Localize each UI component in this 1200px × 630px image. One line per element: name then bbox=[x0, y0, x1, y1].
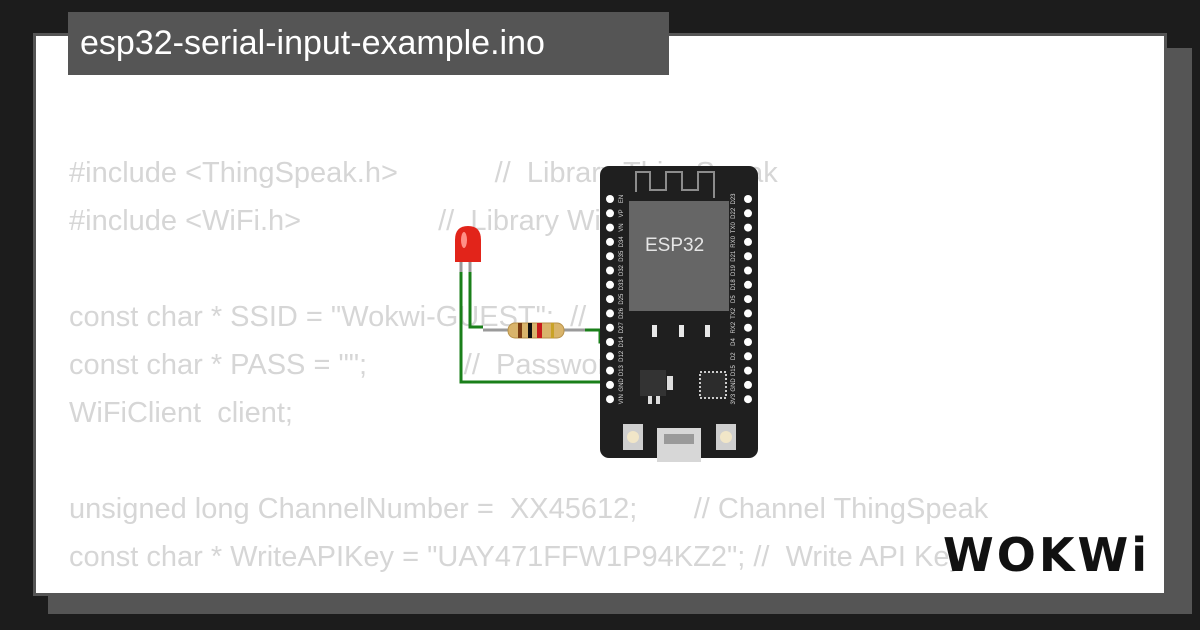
esp32-module bbox=[629, 201, 729, 311]
resistor-component bbox=[483, 322, 585, 339]
pin-vp[interactable] bbox=[606, 209, 614, 218]
pin-label-d18: D18 bbox=[731, 279, 737, 291]
pin-label-vin: VIN bbox=[619, 394, 625, 404]
pin-vin[interactable] bbox=[606, 395, 614, 404]
pin-label-rx2: RX2 bbox=[731, 321, 737, 333]
usb-uart-chip bbox=[699, 371, 727, 399]
pin-d33[interactable] bbox=[606, 280, 614, 289]
pin-label-d15: D15 bbox=[731, 364, 737, 376]
code-line: const char * WriteAPIKey = "UAY471FFW1P9… bbox=[69, 541, 964, 573]
pin-label-d13: D13 bbox=[619, 364, 625, 376]
pin-label-d14: D14 bbox=[619, 336, 625, 348]
pin-gnd[interactable] bbox=[606, 380, 614, 389]
pin-3v3[interactable] bbox=[744, 395, 752, 404]
pin-label-rx0: RX0 bbox=[731, 235, 737, 247]
pin-d32[interactable] bbox=[606, 266, 614, 275]
pin-label-d5: D5 bbox=[731, 295, 737, 303]
pin-label-tx2: TX2 bbox=[731, 307, 737, 319]
pin-vn[interactable] bbox=[606, 223, 614, 232]
pin-label-d19: D19 bbox=[731, 264, 737, 276]
pin-tx0[interactable] bbox=[744, 223, 752, 232]
pin-d2[interactable] bbox=[744, 352, 752, 361]
code-line: #include <WiFi.h> // Library WiFi bbox=[69, 205, 625, 237]
pin-d27[interactable] bbox=[606, 323, 614, 332]
pin-label-en: EN bbox=[619, 195, 625, 203]
pin-d26[interactable] bbox=[606, 309, 614, 318]
pin-d23[interactable] bbox=[744, 195, 752, 203]
boot-button[interactable] bbox=[716, 424, 736, 450]
pin-d14[interactable] bbox=[606, 338, 614, 346]
code-line: unsigned long ChannelNumber = XX45612; /… bbox=[69, 493, 989, 525]
pin-label-d35: D35 bbox=[619, 250, 625, 262]
pin-label-gnd: GND bbox=[619, 378, 625, 392]
pin-label-d4: D4 bbox=[731, 338, 737, 346]
pin-d35[interactable] bbox=[606, 252, 614, 261]
pin-d34[interactable] bbox=[606, 237, 614, 246]
pin-d12[interactable] bbox=[606, 352, 614, 361]
pin-d13[interactable] bbox=[606, 366, 614, 375]
pin-label-d2: D2 bbox=[731, 352, 737, 360]
pin-d15[interactable] bbox=[744, 366, 752, 375]
pin-label-d21: D21 bbox=[731, 250, 737, 262]
pin-d18[interactable] bbox=[744, 280, 752, 289]
pin-label-d12: D12 bbox=[619, 350, 625, 362]
pin-label-d32: D32 bbox=[619, 264, 625, 276]
pin-rx2[interactable] bbox=[744, 323, 752, 332]
right-pin-header: D23D22TX0RX0D21D19D18D5TX2RX2D4D2D15GND3… bbox=[731, 193, 752, 405]
pin-label-vp: VP bbox=[619, 209, 625, 217]
pin-d19[interactable] bbox=[744, 266, 752, 275]
wire-led-cathode-gnd bbox=[459, 268, 610, 384]
voltage-regulator bbox=[640, 370, 666, 396]
pin-label-3v3: 3V3 bbox=[731, 393, 737, 404]
pin-label-d23: D23 bbox=[731, 193, 737, 205]
led-component bbox=[455, 226, 481, 272]
pin-label-d27: D27 bbox=[619, 322, 625, 334]
pin-label-d26: D26 bbox=[619, 307, 625, 319]
pin-label-d34: D34 bbox=[619, 236, 625, 248]
wire-led-anode bbox=[468, 268, 483, 329]
pin-d21[interactable] bbox=[744, 252, 752, 261]
pin-en[interactable] bbox=[606, 195, 614, 203]
code-line: WiFiClient client; bbox=[69, 397, 293, 429]
en-button[interactable] bbox=[623, 424, 643, 450]
pin-d25[interactable] bbox=[606, 295, 614, 304]
esp32-board: ESP32 ENVPVND34D35D32D33D25D26D27D14D12D… bbox=[600, 166, 758, 462]
pin-label-gnd: GND bbox=[731, 378, 737, 392]
project-title[interactable]: esp32-serial-input-example.ino bbox=[68, 12, 669, 75]
usb-port bbox=[657, 428, 701, 462]
pin-d5[interactable] bbox=[744, 295, 752, 304]
resistor-body bbox=[507, 322, 565, 339]
pin-rx0[interactable] bbox=[744, 237, 752, 246]
pin-label-vn: VN bbox=[619, 223, 625, 231]
wokwi-logo: WOKWi bbox=[943, 528, 1150, 582]
led-body bbox=[455, 226, 481, 262]
chip-label: ESP32 bbox=[645, 235, 704, 256]
pin-label-d33: D33 bbox=[619, 279, 625, 291]
pin-d4[interactable] bbox=[744, 338, 752, 346]
pin-d22[interactable] bbox=[744, 209, 752, 218]
antenna-trace bbox=[635, 171, 715, 198]
led-shine bbox=[461, 232, 467, 248]
pin-gnd[interactable] bbox=[744, 380, 752, 389]
pin-tx2[interactable] bbox=[744, 309, 752, 318]
pin-label-d25: D25 bbox=[619, 293, 625, 305]
pin-label-d22: D22 bbox=[731, 207, 737, 219]
pin-label-tx0: TX0 bbox=[731, 221, 737, 233]
